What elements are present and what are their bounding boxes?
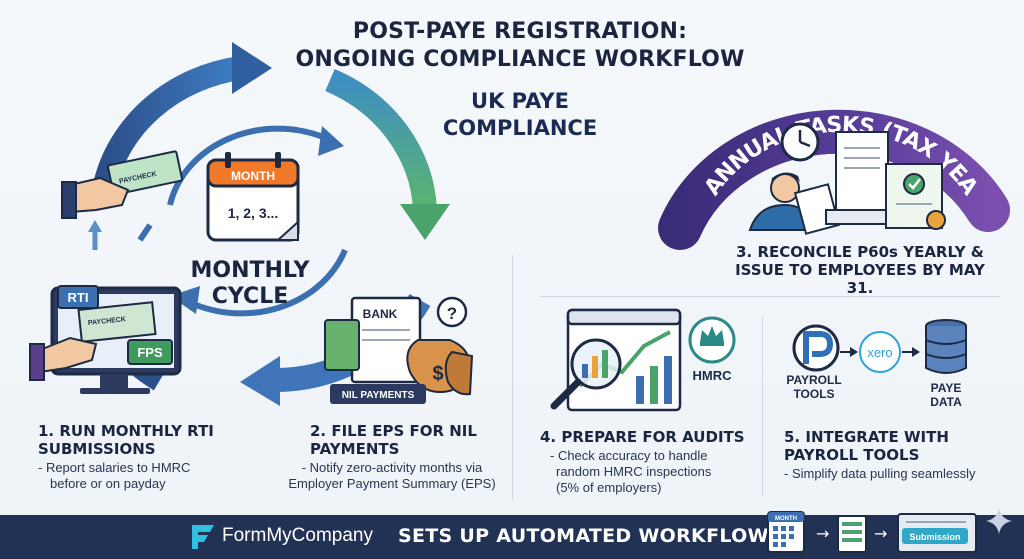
step-4-desc-3: (5% of employers) (556, 480, 662, 495)
page-title: POST-PAYE REGISTRATION: ONGOING COMPLIAN… (240, 18, 800, 74)
footer-workflow-graphic: MONTH → → Submission (767, 511, 977, 553)
step-5-desc-1: - Simplify data pulling seamlessly (784, 466, 976, 481)
monitor-icon: RTI PAYCHECK FPS (29, 285, 182, 394)
title-line-2: ONGOING COMPLIANCE WORKFLOW (295, 47, 745, 72)
footer-tagline: SETS UP AUTOMATED WORKFLOWS (398, 525, 783, 547)
cycle-arrow-top (93, 56, 242, 188)
divider-vertical-right (762, 316, 763, 496)
hmrc-badge-icon (688, 316, 736, 364)
step-1-desc-2: before or on payday (50, 476, 166, 491)
step-5-title-2: PAYROLL TOOLS (784, 446, 920, 464)
step-4: 4. PREPARE FOR AUDITS - Check accuracy t… (540, 428, 750, 496)
question-icon: ? (447, 304, 457, 323)
step-4-title-1: 4. PREPARE FOR AUDITS (540, 428, 745, 446)
footer-calendar-label: MONTH (775, 516, 797, 522)
cycle-arrowhead-bottom (240, 356, 280, 406)
integration-graphic: PAYROLL TOOLS xero PAYE DATA (786, 319, 967, 409)
bank-label: BANK (363, 307, 398, 321)
monthly-cycle-label: MONTHLY CYCLE (170, 258, 330, 310)
cycle-label-line-1: MONTHLY (190, 258, 310, 283)
annual-arc-band (658, 109, 1010, 250)
formmycompany-logo-icon (192, 525, 214, 549)
step-4-desc-1: - Check accuracy to handle (550, 448, 708, 463)
divider-horizontal (540, 296, 1000, 297)
footer-spreadsheet-icon (837, 515, 867, 553)
magnifier-icon (550, 338, 622, 410)
footer-brand: FormMyCompany (222, 525, 373, 546)
paycheck-monitor-text: PAYCHECK (88, 316, 127, 327)
xero-label: xero (867, 345, 892, 360)
accountant-icon (748, 172, 841, 235)
sparkle-icon (986, 508, 1012, 534)
paye-data-label-1: PAYE (931, 381, 962, 395)
document-stack-icon (825, 131, 893, 225)
subtitle-line-2: COMPLIANCE (442, 116, 598, 140)
subtitle-line-1: UK PAYE (471, 89, 569, 113)
step-2-desc-1: - Notify zero-activity months via (301, 460, 483, 475)
bank-document-icon: BANK $ NIL PAYMENTS ? (324, 296, 474, 404)
hmrc-label: HMRC (693, 368, 733, 383)
svg-text:→: → (816, 524, 829, 543)
monthly-cycle-diagram: PAYCHECK MONTH 1, 2, 3... RTI PAYCHECK F… (29, 42, 474, 406)
footer-submission-icon: Submission (897, 513, 977, 553)
calendar-month-text: MONTH (231, 169, 275, 183)
page-subtitle: UK PAYE COMPLIANCE (410, 88, 630, 142)
step-1: 1. RUN MONTHLY RTI SUBMISSIONS - Report … (38, 422, 248, 492)
annual-tasks-graphic: ANNUAL TASKS (TAX YEAR END) (640, 60, 1010, 250)
calendar-icon: MONTH 1, 2, 3... (206, 152, 300, 242)
step-2-desc-2: Employer Payment Summary (EPS) (288, 476, 496, 491)
cycle-arrowhead-right (400, 204, 450, 240)
paycheck-top-icon (107, 150, 183, 196)
step-2-title-2: PAYMENTS (310, 440, 400, 458)
step-3-title-2: ISSUE TO EMPLOYEES BY MAY 31. (735, 261, 985, 297)
cycle-label-line-2: CYCLE (211, 284, 289, 309)
step-5-title-1: 5. INTEGRATE WITH (784, 428, 949, 446)
certificate-icon (885, 163, 946, 230)
step-5: 5. INTEGRATE WITH PAYROLL TOOLS - Simpli… (784, 428, 1014, 482)
step-3: 3. RECONCILE P60s YEARLY & ISSUE TO EMPL… (720, 243, 1000, 297)
rti-badge: RTI (68, 290, 89, 305)
step-3-title-1: 3. RECONCILE P60s YEARLY & (736, 243, 984, 261)
payroll-tools-icon (792, 324, 840, 372)
divider-vertical-left (512, 255, 513, 500)
step-4-desc-2: random HMRC inspections (556, 464, 712, 479)
inner-ring-bottom (183, 248, 348, 317)
cycle-arrowhead-top (232, 42, 272, 94)
svg-text:$: $ (432, 363, 443, 385)
step-1-title-1: 1. RUN MONTHLY RTI (38, 422, 214, 440)
database-icon (925, 319, 967, 374)
svg-text:→: → (874, 524, 887, 543)
footer-calendar-icon: MONTH (767, 511, 805, 553)
xero-logo-icon: xero (859, 331, 901, 373)
step-2-title-1: 2. FILE EPS FOR NIL (310, 422, 477, 440)
cycle-arrow-right (325, 68, 437, 211)
clock-icon (780, 122, 820, 162)
calendar-days-text: 1, 2, 3... (228, 205, 279, 221)
footer-submission-label: Submission (909, 532, 960, 542)
fps-badge: FPS (137, 345, 163, 360)
audit-graphic: HMRC (550, 308, 736, 412)
step-1-desc-1: - Report salaries to HMRC (38, 460, 191, 475)
payroll-tools-label-1: PAYROLL (786, 373, 841, 387)
step-2: 2. FILE EPS FOR NIL PAYMENTS - Notify ze… (272, 422, 512, 492)
title-line-1: POST-PAYE REGISTRATION: (352, 19, 688, 44)
paye-data-label-2: DATA (930, 395, 962, 409)
payroll-tools-label-2: TOOLS (793, 387, 834, 401)
nil-payments-badge: NIL PAYMENTS (342, 390, 415, 401)
step-1-title-2: SUBMISSIONS (38, 440, 156, 458)
